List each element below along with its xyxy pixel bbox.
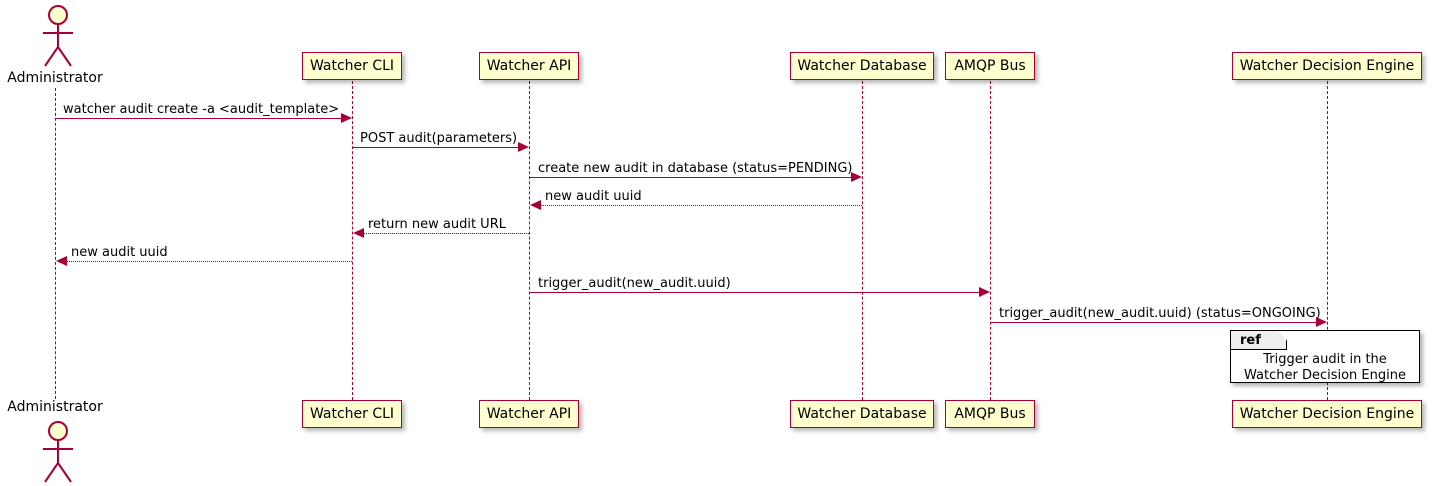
actor-label-administrator-top: Administrator (7, 70, 103, 86)
message-arrowhead-watcher-audit-create (341, 113, 352, 123)
participant-watcher-api-top[interactable]: Watcher API (479, 52, 579, 80)
message-arrowhead-new-audit-uuid-cli (56, 256, 67, 266)
message-arrowhead-return-new-audit-url (353, 228, 364, 238)
lifeline-watcher-cli (352, 81, 353, 400)
actor-label-administrator-bottom: Administrator (7, 399, 103, 415)
ref-fragment-tab-label: ref (1231, 331, 1287, 350)
actor-administrator-top (30, 2, 80, 68)
actor-administrator-bottom (30, 418, 80, 484)
message-line-post-audit (353, 147, 518, 148)
lifeline-watcher-decision-engine (1327, 81, 1328, 400)
message-line-new-audit-uuid-cli (67, 261, 352, 262)
message-line-watcher-audit-create (56, 118, 341, 119)
message-label-trigger-audit: trigger_audit(new_audit.uuid) (538, 276, 731, 291)
message-arrowhead-new-audit-uuid-db (530, 200, 541, 210)
lifeline-administrator (55, 88, 56, 399)
message-label-post-audit: POST audit(parameters) (360, 131, 518, 146)
participant-amqp-bus-top[interactable]: AMQP Bus (945, 52, 1035, 80)
participant-watcher-cli-bottom[interactable]: Watcher CLI (302, 400, 402, 428)
message-arrowhead-post-audit (518, 142, 529, 152)
actor-figure-icon (43, 5, 73, 67)
actor-figure-icon (43, 421, 73, 483)
message-arrowhead-trigger-audit (979, 287, 990, 297)
participant-watcher-database-top[interactable]: Watcher Database (790, 52, 934, 80)
message-line-return-new-audit-url (364, 233, 529, 234)
message-label-new-audit-uuid-cli: new audit uuid (71, 245, 168, 260)
participant-watcher-cli-top[interactable]: Watcher CLI (302, 52, 402, 80)
lifeline-watcher-database (862, 81, 863, 400)
message-arrowhead-create-new-audit (851, 172, 862, 182)
message-label-new-audit-uuid-db: new audit uuid (545, 189, 642, 204)
lifeline-watcher-api (529, 81, 530, 400)
message-label-return-new-audit-url: return new audit URL (368, 217, 506, 232)
lifeline-amqp-bus (990, 81, 991, 400)
message-label-watcher-audit-create: watcher audit create -a <audit_template> (63, 102, 340, 117)
message-line-create-new-audit (530, 177, 851, 178)
message-line-trigger-audit (530, 292, 979, 293)
participant-watcher-decision-engine-bottom[interactable]: Watcher Decision Engine (1232, 400, 1422, 428)
participant-watcher-decision-engine-top[interactable]: Watcher Decision Engine (1232, 52, 1422, 80)
ref-fragment[interactable]: ref Trigger audit in the Watcher Decisio… (1230, 330, 1420, 383)
ref-fragment-line-1: Trigger audit in the (1263, 352, 1387, 367)
participant-watcher-api-bottom[interactable]: Watcher API (479, 400, 579, 428)
participant-amqp-bus-bottom[interactable]: AMQP Bus (945, 400, 1035, 428)
ref-fragment-body: Trigger audit in the Watcher Decision En… (1231, 352, 1419, 384)
message-line-trigger-audit-ongoing (991, 322, 1316, 323)
message-label-create-new-audit: create new audit in database (status=PEN… (538, 161, 853, 176)
message-label-trigger-audit-ongoing: trigger_audit(new_audit.uuid) (status=ON… (999, 306, 1321, 321)
participant-watcher-database-bottom[interactable]: Watcher Database (790, 400, 934, 428)
message-arrowhead-trigger-audit-ongoing (1316, 317, 1327, 327)
ref-fragment-line-2: Watcher Decision Engine (1244, 368, 1406, 383)
message-line-new-audit-uuid-db (541, 205, 862, 206)
